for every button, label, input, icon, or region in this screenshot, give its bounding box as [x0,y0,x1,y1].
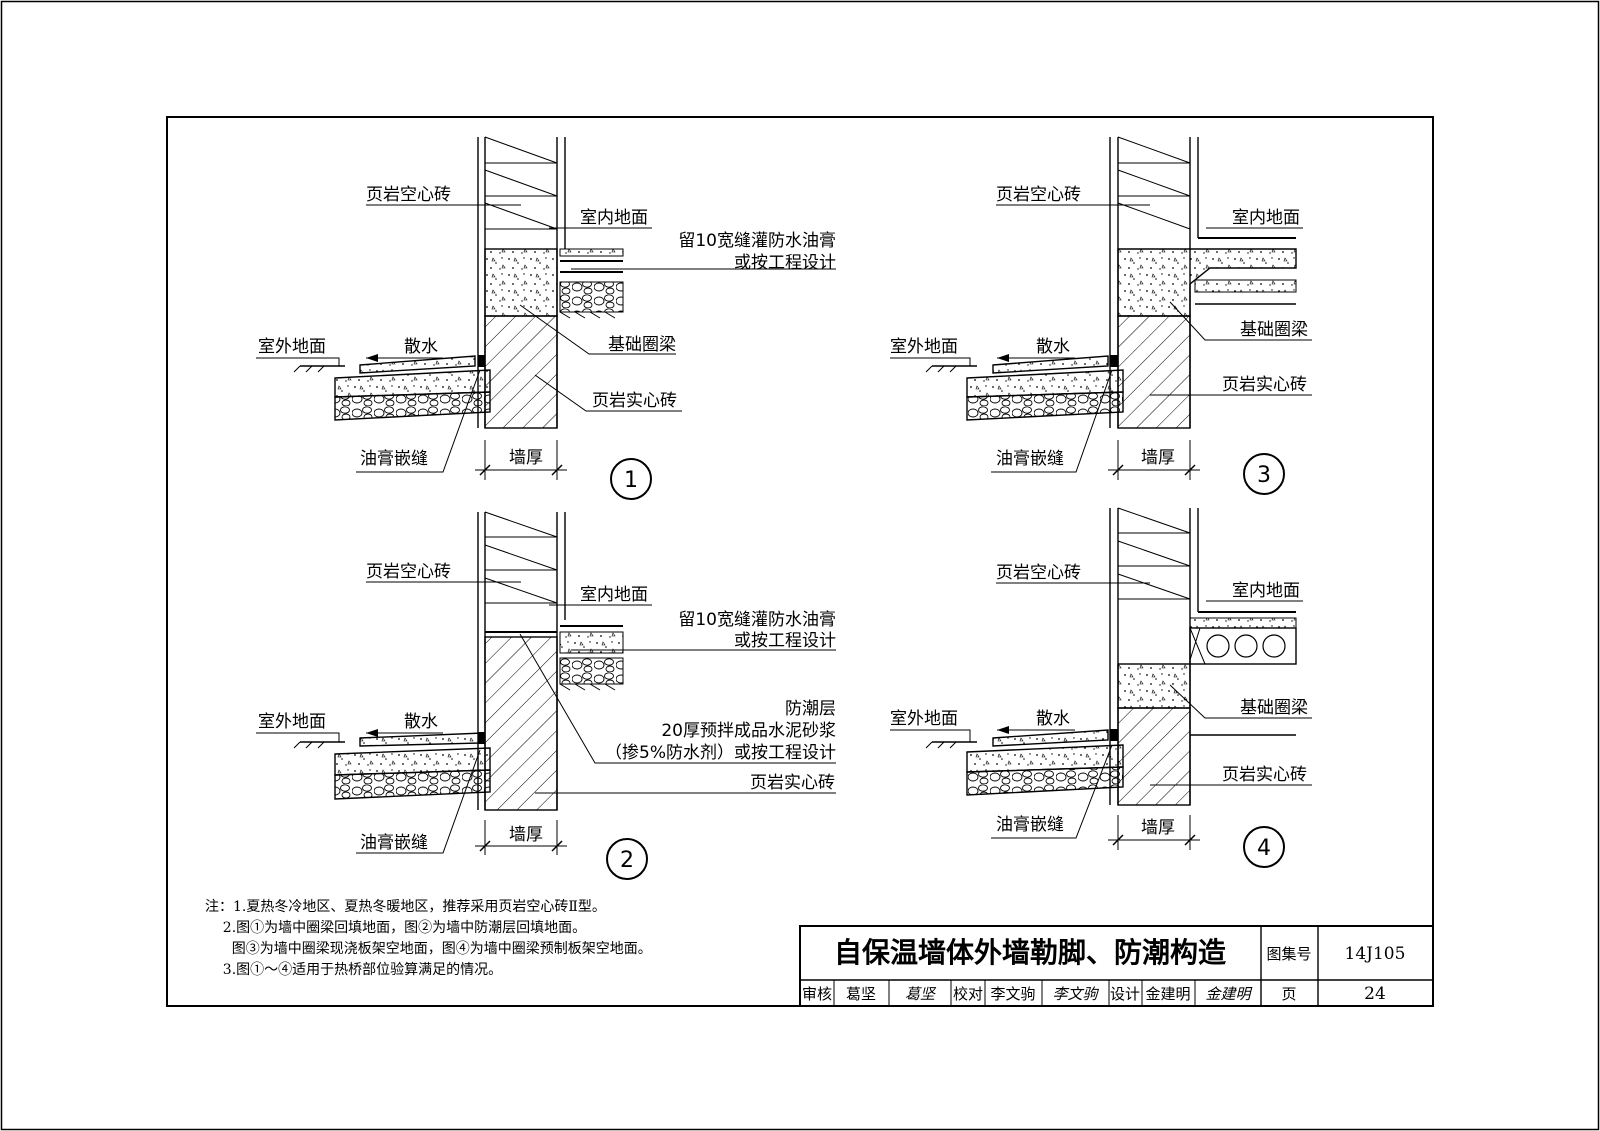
title-block [799,925,1434,1007]
d1-number: 1 [624,468,638,493]
detail-4 [890,507,1312,868]
d2-sealant-joint-label: 油膏嵌缝 [360,832,428,853]
detail-3 [890,136,1312,495]
d1-hollow-brick-label: 页岩空心砖 [366,185,451,205]
detail-1 [256,136,836,500]
note-line-1: 注：1.夏热冬冷地区、夏热冬暖地区，推荐采用页岩空心砖Ⅱ型。 [205,899,606,915]
d4-sealant-joint-label: 油膏嵌缝 [996,814,1064,835]
d4-wall-thickness-label: 墙厚 [1141,818,1175,838]
d2-solid-brick-label: 页岩实心砖 [750,773,835,793]
d2-outdoor-ground-label: 室外地面 [258,712,326,732]
page-label: 页 [1281,985,1296,1003]
d4-hollow-brick-label: 页岩空心砖 [996,563,1081,583]
atlas-label: 图集号 [1266,945,1311,963]
designer-name: 金建明 [1145,985,1190,1003]
review-label: 审核 [802,985,832,1003]
drawing-title: 自保温墙体外墙勒脚、防潮构造 [834,936,1226,969]
note-line-3: 图③为墙中圈梁现浇板架空地面，图④为墙中圈梁预制板架空地面。 [205,941,652,957]
d4-ring-beam-label: 基础圈梁 [1240,698,1308,718]
d2-joint-note-2: 或按工程设计 [734,631,836,651]
d3-number: 3 [1257,463,1271,488]
reviewer-signature: 葛坚 [905,985,937,1003]
design-label: 设计 [1110,985,1140,1003]
d1-joint-note-2: 或按工程设计 [734,253,836,273]
notes: 注：1.夏热冬冷地区、夏热冬暖地区，推荐采用页岩空心砖Ⅱ型。 2.图①为墙中圈梁… [205,897,765,981]
d2-damp-layer-1: 防潮层 [785,699,836,719]
atlas-number: 14J105 [1345,944,1406,964]
d4-indoor-floor-label: 室内地面 [1232,581,1300,601]
page-number: 24 [1364,984,1386,1004]
d2-damp-layer-2: 20厚预拌成品水泥砂浆 [661,721,836,741]
d3-indoor-floor-label: 室内地面 [1232,208,1300,228]
d3-wall-thickness-label: 墙厚 [1141,448,1175,468]
d1-indoor-floor-label: 室内地面 [580,208,648,228]
checker-name: 李文驹 [990,985,1035,1003]
check-label: 校对 [953,985,983,1003]
d3-ring-beam-label: 基础圈梁 [1240,320,1308,340]
d2-damp-layer-3: （掺5%防水剂）或按工程设计 [605,743,836,763]
d1-joint-note-1: 留10宽缝灌防水油膏 [678,230,836,251]
d3-hollow-brick-label: 页岩空心砖 [996,185,1081,205]
d1-apron-label: 散水 [404,337,438,357]
reviewer-name: 葛坚 [846,985,876,1003]
d4-solid-brick-label: 页岩实心砖 [1222,765,1307,785]
designer-signature: 金建明 [1205,985,1252,1003]
d2-apron-label: 散水 [404,712,438,732]
d3-apron-label: 散水 [1036,337,1070,357]
d1-wall-thickness-label: 墙厚 [509,448,543,468]
d1-solid-brick-label: 页岩实心砖 [592,391,677,411]
d3-sealant-joint-label: 油膏嵌缝 [996,448,1064,469]
d2-indoor-floor-label: 室内地面 [580,585,648,605]
checker-signature: 李文驹 [1052,985,1099,1003]
d2-joint-note-1: 留10宽缝灌防水油膏 [678,609,836,630]
d1-outdoor-ground-label: 室外地面 [258,337,326,357]
note-line-2: 2.图①为墙中圈梁回填地面，图②为墙中防潮层回填地面。 [205,920,587,936]
d3-outdoor-ground-label: 室外地面 [890,337,958,357]
d4-apron-label: 散水 [1036,709,1070,729]
d1-ring-beam-label: 基础圈梁 [608,335,676,355]
d1-sealant-joint-label: 油膏嵌缝 [360,448,428,469]
d4-number: 4 [1257,836,1271,861]
d4-outdoor-ground-label: 室外地面 [890,709,958,729]
d3-solid-brick-label: 页岩实心砖 [1222,375,1307,395]
d2-wall-thickness-label: 墙厚 [509,825,543,845]
d2-hollow-brick-label: 页岩空心砖 [366,562,451,582]
note-line-4: 3.图①～④适用于热桥部位验算满足的情况。 [205,962,503,978]
detail-2 [256,511,836,880]
d2-number: 2 [620,848,634,873]
